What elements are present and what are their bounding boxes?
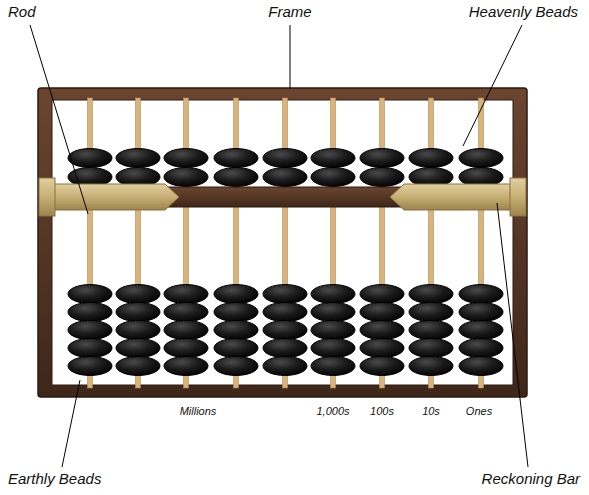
part-label: Frame <box>268 4 311 21</box>
leader-line <box>290 25 291 89</box>
place-value-label: 1,000s <box>316 405 349 417</box>
leader-line <box>62 380 80 467</box>
place-value-label: 10s <box>422 405 440 417</box>
part-label: Earthly Beads <box>8 471 101 488</box>
place-value-label: 100s <box>370 405 394 417</box>
rod <box>263 98 307 388</box>
leader-line <box>30 25 88 214</box>
brass-plate <box>390 184 525 210</box>
rod <box>214 98 258 388</box>
leader-line <box>497 203 528 467</box>
part-label: Rod <box>8 4 36 21</box>
part-label: Reckoning Bar <box>482 471 580 488</box>
leader-line <box>463 25 522 146</box>
leader-lines <box>30 25 528 467</box>
rod <box>116 98 160 388</box>
place-value-label: Millions <box>180 405 217 417</box>
rod <box>311 98 355 388</box>
rod <box>360 98 404 388</box>
brass-cap <box>39 178 55 216</box>
rod <box>164 98 208 388</box>
part-label: Heavenly Beads <box>469 4 578 21</box>
rod <box>68 98 112 388</box>
rod <box>409 98 453 388</box>
rods-and-beads <box>68 98 503 388</box>
brass-plate <box>40 184 179 210</box>
abacus-frame <box>38 88 527 397</box>
place-value-label: Ones <box>466 405 492 417</box>
brass-cap <box>510 178 526 216</box>
